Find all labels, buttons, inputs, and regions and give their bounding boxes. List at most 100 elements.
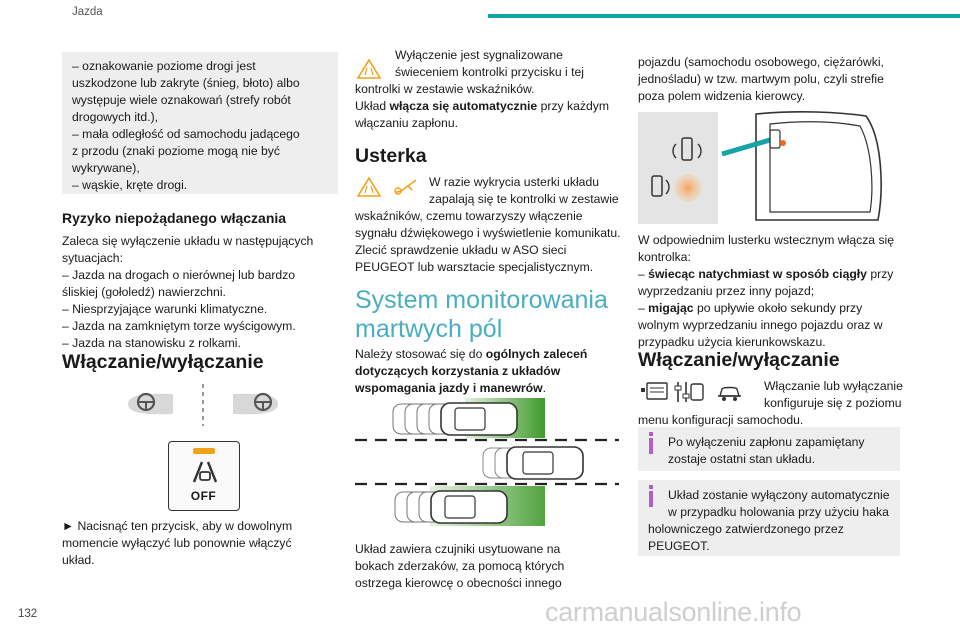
config-line: konfiguruje się z poziomu	[764, 396, 902, 410]
blind-spot-illustration	[355, 398, 619, 526]
info-note-towing: Układ zostanie wyłączony automatycznie w…	[638, 480, 900, 556]
blink-post: po upływie około sekundy przy	[693, 301, 863, 315]
note-line: PEUGEOT.	[648, 539, 710, 553]
auto-on-line: Układ włącza się automatycznie przy każd…	[355, 98, 623, 115]
auto-post: przy każdym	[537, 99, 610, 113]
mirror-line: wolnym wyprzedzaniu innego pojazdu oraz …	[638, 318, 883, 332]
warn-line: kontrolki w zestawie wskaźników.	[355, 82, 535, 96]
bsm-title-line: System monitorowania	[355, 286, 608, 314]
cont-line: poza polem widzenia kierowcy.	[638, 89, 806, 103]
info-note-memory: Po wyłączeniu zapłonu zapamiętany zostaj…	[638, 427, 900, 471]
advice-bold: dotyczących korzystania z układów	[355, 364, 561, 378]
blind-zone-text: pojazdu (samochodu osobowego, ciężarówki…	[638, 54, 908, 105]
note-line: Układ zostanie wyłączony automatycznie	[668, 488, 890, 502]
lane-keep-icon	[192, 461, 218, 483]
box-line: – oznakowanie poziome drogi jest	[72, 59, 256, 73]
blink-bold: migając	[648, 301, 694, 315]
info-icon-dot	[649, 485, 653, 489]
risk-text: Zaleca się wyłączenie układu w następują…	[62, 233, 342, 352]
onoff-heading-2: Włączanie/wyłączanie	[638, 349, 840, 371]
lane-off-button[interactable]: OFF	[168, 441, 240, 511]
warning-icon	[356, 58, 382, 79]
sensors-line: bokach zderzaków, za pomocą których	[355, 559, 565, 573]
note-line: w przypadku holowania przy użyciu haka	[668, 505, 889, 519]
note-line: Po wyłączeniu zapłonu zapamiętany	[668, 435, 865, 449]
fault-line: zapalają się te kontrolki w zestawie	[429, 192, 619, 206]
advice-bold: wspomagania jazdy i manewrów	[355, 381, 543, 395]
fault-text: W razie wykrycia usterki układu zapalają…	[355, 174, 623, 276]
fault-line: W razie wykrycia usterki układu	[429, 175, 599, 189]
off-label: OFF	[190, 489, 217, 503]
info-icon-dot	[649, 432, 653, 436]
sensors-text: Układ zawiera czujniki usytuowane na bok…	[355, 541, 623, 592]
press-line: układ.	[62, 553, 95, 567]
conditions-box: – oznakowanie poziome drogi jest uszkodz…	[62, 52, 338, 194]
cont-line: pojazdu (samochodu osobowego, ciężarówki…	[638, 55, 884, 69]
advice-post: .	[542, 381, 546, 395]
mirror-line: wyprzedzaniu przez inny pojazd;	[638, 284, 815, 298]
fault-line: sygnału dźwiękowego i wyświetlenie komun…	[355, 226, 621, 240]
risk-line: – Jazda na drogach o nierównej lub bardz…	[62, 268, 296, 282]
mirror-line: przypadku użycia kierunkowskazu.	[638, 335, 826, 349]
config-line: menu konfiguracji samochodu.	[638, 413, 804, 427]
config-text: Włączanie lub wyłączanie konfiguruje się…	[638, 378, 908, 429]
risk-line: śliskiej (gołoledź) nawierzchni.	[62, 285, 226, 299]
header-accent-bar	[488, 14, 960, 18]
risk-heading: Ryzyko niepożądanego włączania	[62, 210, 287, 226]
running-header: Jazda	[72, 6, 103, 18]
mirror-indicator-illustration	[651, 111, 882, 221]
advice-text: Należy stosować się do ogólnych zaleceń …	[355, 346, 623, 397]
vehicle-config-icons	[641, 382, 741, 402]
mirror-line: kontrolka:	[638, 250, 691, 264]
warn-line: świeceniem kontrolki przycisku i tej	[395, 65, 584, 79]
sensors-line: ostrzega kierowcę o obecności innego	[355, 576, 562, 590]
button-led	[193, 448, 215, 454]
box-line: drogowych itd.),	[72, 110, 159, 124]
watermark: carmanualsonline.info	[545, 597, 802, 627]
box-line: – mała odległość od samochodu jadącego	[72, 127, 300, 141]
auto-pre: Układ	[355, 99, 390, 113]
mirror-indicator-panel	[638, 112, 718, 224]
fault-heading: Usterka	[355, 145, 427, 167]
cont-line: jednośladu) w tzw. martwym polu, czyli s…	[638, 72, 884, 86]
deactivation-text: Wyłączenie jest sygnalizowane świeceniem…	[355, 47, 623, 132]
info-icon	[649, 438, 653, 454]
bsm-title-line: martwych pól	[355, 315, 503, 343]
box-line: uszkodzone lub zakryte (śnieg, błoto) al…	[72, 76, 300, 90]
fault-line: Zlecić sprawdzenie układu w ASO sieci	[355, 243, 567, 257]
warn-line: włączaniu zapłonu.	[355, 116, 458, 130]
press-text: ► Nacisnąć ten przycisk, aby w dowolnym …	[62, 518, 342, 569]
sensors-line: Układ zawiera czujniki usytuowane na	[355, 542, 561, 556]
page-number: 132	[18, 608, 38, 620]
advice-bold: ogólnych zaleceń	[485, 347, 588, 361]
steady-pre: –	[638, 267, 649, 281]
box-line: występuje wiele oznakowań (strefy robót	[72, 93, 291, 107]
bsm-heading: System monitorowania martwych pól	[355, 286, 608, 344]
note-line: zostaje ostatni stan układu.	[668, 452, 816, 466]
info-icon	[649, 491, 653, 507]
lane-mirrors-illustration	[128, 384, 278, 426]
onoff-heading-1: Włączanie/wyłączanie	[62, 351, 264, 373]
press-line: ► Nacisnąć ten przycisk, aby w dowolnym	[62, 519, 293, 533]
fault-line: wskaźników, czemu towarzyszy włączenie	[355, 209, 583, 223]
risk-line: Zaleca się wyłączenie układu w następują…	[62, 234, 314, 248]
risk-line: sytuacjach:	[62, 251, 123, 265]
box-line: wykrywane),	[72, 161, 140, 175]
config-line: Włączanie lub wyłączanie	[764, 379, 903, 393]
mirror-light-text: W odpowiednim lusterku wstecznym włącza …	[638, 232, 908, 351]
auto-bold: włącza się automatycznie	[389, 99, 538, 113]
box-line: – wąskie, kręte drogi.	[72, 178, 188, 192]
mirror-line: W odpowiednim lusterku wstecznym włącza …	[638, 233, 895, 247]
risk-line: – Niesprzyjające warunki klimatyczne.	[62, 302, 268, 316]
steady-post: przy	[866, 267, 894, 281]
steady-bold: świecąc natychmiast w sposób ciągły	[648, 267, 867, 281]
risk-line: – Jazda na stanowisku z rolkami.	[62, 336, 241, 350]
press-line: momencie wyłączyć lub ponownie włączyć	[62, 536, 292, 550]
warn-line: Wyłączenie jest sygnalizowane	[395, 48, 563, 62]
fault-warning-icons	[356, 176, 417, 197]
box-line: z przodu (znaki poziome mogą nie być	[72, 144, 280, 158]
fault-line: PEUGEOT lub warsztacie specjalistycznym.	[355, 260, 594, 274]
risk-line: – Jazda na zamkniętym torze wyścigowym.	[62, 319, 296, 333]
blink-pre: –	[638, 301, 649, 315]
note-line: holowniczego zatwierdzonego przez	[648, 522, 844, 536]
